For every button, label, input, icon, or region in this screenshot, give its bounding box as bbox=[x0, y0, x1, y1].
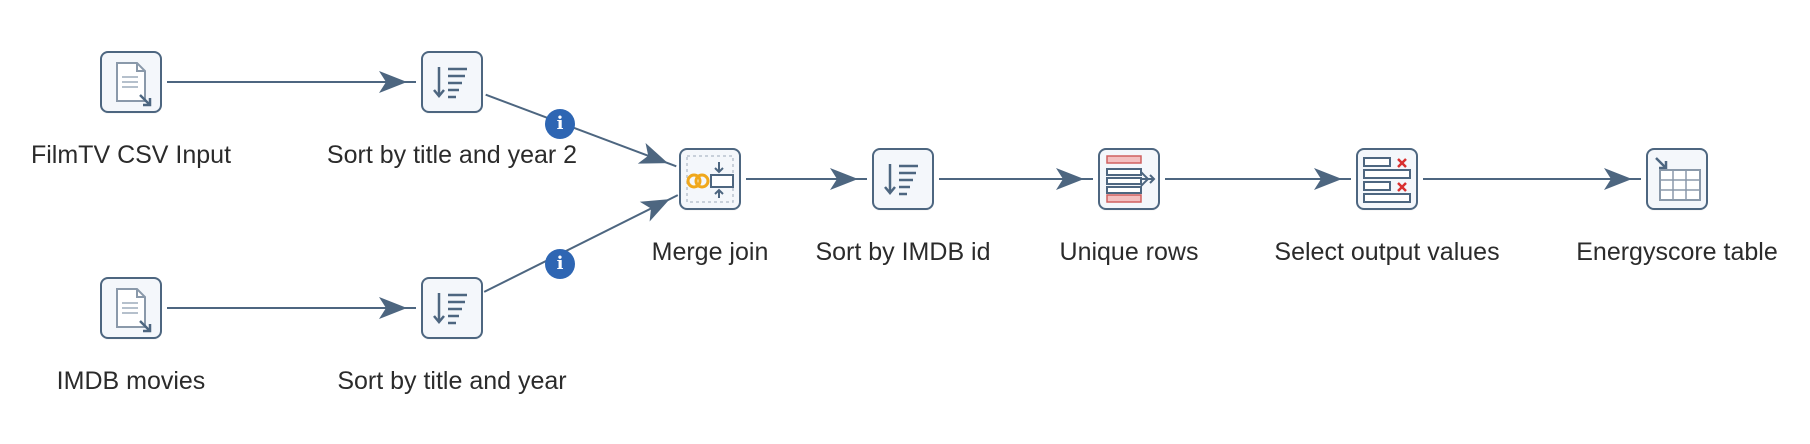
step-imdb-movies[interactable]: IMDB movies bbox=[57, 267, 205, 395]
step-merge-join[interactable]: Merge join bbox=[652, 138, 768, 266]
hop-filmtv-csv-input-to-sort-by-title-and-year-2[interactable] bbox=[167, 71, 416, 93]
hop-arrowhead bbox=[830, 168, 858, 190]
hop-arrowhead bbox=[639, 199, 670, 222]
hop-arrowhead bbox=[379, 297, 407, 319]
step-label: Energyscore table bbox=[1576, 238, 1778, 266]
step-label: IMDB movies bbox=[56, 367, 206, 395]
step-box bbox=[421, 277, 483, 339]
step-label: Merge join bbox=[651, 238, 769, 266]
hop-arrowhead bbox=[1056, 168, 1084, 190]
sort-rows-icon bbox=[421, 277, 483, 339]
step-label: Sort by title and year 2 bbox=[326, 141, 578, 169]
hop-arrowhead bbox=[1604, 168, 1632, 190]
hop-sort-by-title-and-year-2-to-merge-join[interactable] bbox=[485, 93, 677, 168]
hop-sort-by-imdb-id-to-unique-rows[interactable] bbox=[939, 168, 1093, 190]
step-sort-by-title-and-year-2[interactable]: Sort by title and year 2 bbox=[327, 41, 577, 169]
hop-arrowhead bbox=[379, 71, 407, 93]
hop-info-icon[interactable]: i bbox=[545, 109, 575, 139]
sort-rows-icon bbox=[421, 51, 483, 113]
hop-sort-by-title-and-year-to-merge-join[interactable] bbox=[483, 194, 679, 293]
step-sort-by-imdb-id[interactable]: Sort by IMDB id bbox=[815, 138, 991, 266]
table-output-icon bbox=[1646, 148, 1708, 210]
hop-unique-rows-to-select-output-values[interactable] bbox=[1165, 168, 1351, 190]
step-select-output-values[interactable]: Select output values bbox=[1274, 138, 1500, 266]
hop-arrowhead bbox=[1314, 168, 1342, 190]
csv-input-icon bbox=[100, 51, 162, 113]
step-sort-by-title-and-year[interactable]: Sort by title and year bbox=[337, 267, 567, 395]
step-label: Unique rows bbox=[1059, 238, 1199, 266]
hop-arrowhead bbox=[637, 143, 668, 164]
sort-rows-icon bbox=[872, 148, 934, 210]
hop-merge-join-to-sort-by-imdb-id[interactable] bbox=[746, 168, 867, 190]
csv-input-icon bbox=[100, 277, 162, 339]
unique-rows-icon bbox=[1098, 148, 1160, 210]
step-energyscore-table[interactable]: Energyscore table bbox=[1576, 138, 1778, 266]
step-label: Sort by IMDB id bbox=[815, 238, 991, 266]
hop-select-output-values-to-energyscore-table[interactable] bbox=[1423, 168, 1641, 190]
step-unique-rows[interactable]: Unique rows bbox=[1060, 138, 1198, 266]
step-label: Select output values bbox=[1274, 238, 1500, 266]
hop-imdb-movies-to-sort-by-title-and-year[interactable] bbox=[167, 297, 416, 319]
step-box bbox=[872, 148, 934, 210]
step-label: Sort by title and year bbox=[337, 367, 567, 395]
step-label: FilmTV CSV Input bbox=[30, 141, 232, 169]
select-values-icon bbox=[1356, 148, 1418, 210]
step-filmtv-csv-input[interactable]: FilmTV CSV Input bbox=[31, 41, 231, 169]
merge-join-icon bbox=[679, 148, 741, 210]
hop-info-icon[interactable]: i bbox=[545, 249, 575, 279]
